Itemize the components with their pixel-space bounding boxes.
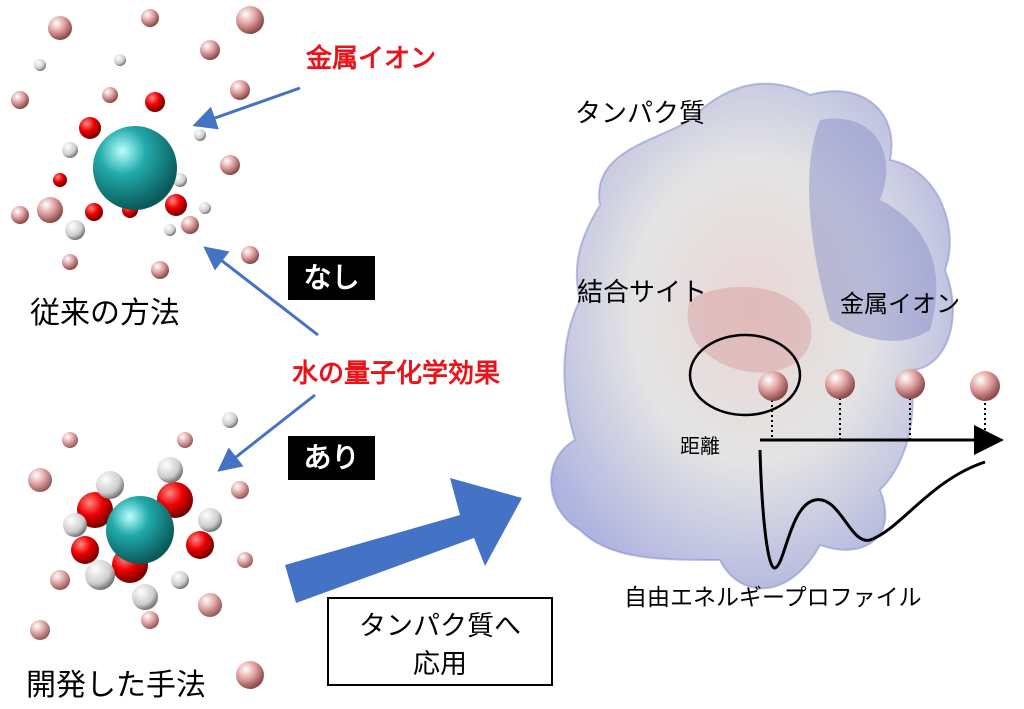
metal-ion-label: 金属イオン	[306, 44, 437, 74]
distance-label: 距離	[680, 434, 720, 458]
arrow-to-conventional	[203, 246, 319, 337]
application-line1: タンパク質へ	[359, 611, 521, 642]
application-box	[327, 597, 553, 686]
free-energy-profile-label: 自由エネルギープロファイル	[624, 585, 922, 611]
binding-site-ellipse	[688, 333, 802, 417]
with-tag: あり	[288, 436, 375, 480]
developed-method-label: 開発した手法	[22, 660, 210, 704]
developed-method-snapshot	[15, 375, 268, 689]
without-tag: なし	[288, 256, 375, 300]
water-quantum-effect-label: 水の量子化学効果	[292, 359, 501, 389]
application-line2: 応用	[413, 649, 467, 680]
ion-positions	[758, 369, 1000, 440]
metal-ion-sphere	[93, 126, 177, 210]
binding-site-label: 結合サイト	[577, 278, 708, 308]
protein-metal-ion-label: 金属イオン	[840, 290, 960, 318]
free-energy-curve	[758, 449, 986, 570]
conventional-method-label: 従来の方法	[26, 288, 184, 332]
conventional-method-snapshot	[0, 0, 268, 335]
arrow-to-metal-ion	[192, 86, 301, 130]
arrow-to-developed	[217, 393, 316, 472]
application-arrow	[285, 478, 522, 603]
protein-label: タンパク質	[575, 99, 706, 129]
